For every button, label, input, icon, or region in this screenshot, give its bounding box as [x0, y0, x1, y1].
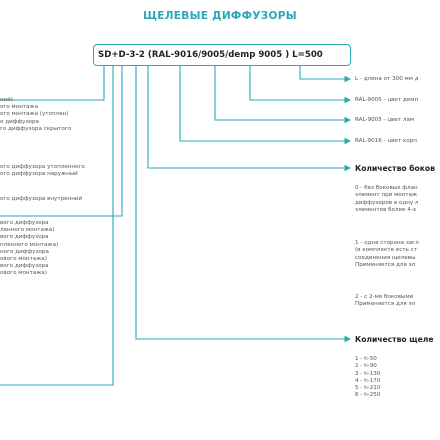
text-line: ого диффузора наружный — [0, 171, 78, 178]
side-flanges-heading: Количество боков — [355, 164, 435, 173]
connector-louver — [214, 66, 352, 124]
list-item: 1 - h-50 — [355, 356, 377, 362]
text-line: вого диффузора — [0, 263, 49, 270]
connector-body — [179, 66, 352, 145]
text-line: 0 - без боковых флан — [355, 185, 418, 191]
list-item: 2 - h-90 — [355, 363, 377, 370]
text-line: элементов более 4-х — [355, 206, 417, 213]
text-line: ового монтажа) — [0, 256, 47, 263]
note-length: L - длина от 300 мм д — [355, 76, 419, 82]
text-line: ого диффузора внутренний — [0, 196, 83, 202]
list-item: 6 - h-250 — [355, 392, 381, 399]
text-line: диффузоров в одну л — [355, 199, 419, 206]
code-frame — [93, 44, 351, 66]
left-notes-group-3: ого диффузора внутренний — [0, 196, 82, 203]
text-line: пленного монтажа) — [0, 241, 59, 248]
text-line: соединения щелевы — [355, 254, 416, 261]
text-line: Применяется для эл — [355, 301, 416, 308]
connector-left-1 — [0, 66, 105, 101]
connector-length — [299, 66, 352, 83]
connector-left-4 — [0, 66, 114, 386]
text-line: ленного монтажа) — [0, 227, 55, 234]
note-damper-color: RAL-9005 - цвет демп — [355, 97, 419, 103]
list-item: 5 - h-210 — [355, 385, 381, 392]
text-line: элемент при монтаж — [355, 192, 418, 199]
text-line: вого диффузора — [0, 220, 49, 226]
product-code: SD+D-3-2 (RAL-9016/9005/demp 9005 ) L=50… — [98, 50, 323, 60]
text-line: ого диффузора утопленного — [0, 164, 85, 170]
list-item: 3 - h-130 — [355, 370, 381, 377]
left-notes-group-2: ого диффузора утопленного ого диффузора … — [0, 164, 85, 178]
text-line: 1 - одна сторона загл — [355, 240, 419, 246]
text-line: ного диффузора — [0, 248, 49, 255]
side-flanges-para-0: 0 - без боковых флан элемент при монтаж … — [355, 185, 419, 214]
note-body-color: RAL-9016 - цвет корп — [355, 138, 417, 144]
text-line: (в комплекте есть ст — [355, 247, 417, 254]
left-notes-group-4: вого диффузора ленного монтажа) вого диф… — [0, 220, 58, 278]
text-line: ового монтажа) — [0, 270, 47, 277]
text-line: ого монтажа — [0, 104, 39, 111]
connector-damper — [249, 66, 352, 104]
slots-list: 1 - h-50 2 - h-90 3 - h-130 4 - h-170 5 … — [355, 356, 380, 400]
connector-slots — [135, 66, 352, 343]
slots-heading: Количество щеле — [355, 335, 434, 344]
page-title: ЩЕЛЕВЫЕ ДИФФУЗОРЫ — [143, 10, 297, 22]
side-flanges-para-1: 1 - одна сторона загл (в комплекте есть … — [355, 240, 419, 269]
note-louver-color: RAL-9005 - цвет лам — [355, 117, 415, 123]
text-line: ной) — [0, 97, 13, 103]
left-notes-group-1: ной) ого монтажа ого монтажа (утоплен) о… — [0, 97, 71, 133]
connector-flanges — [147, 66, 352, 172]
text-line: вого диффузора — [0, 234, 49, 241]
side-flanges-para-2: 2 - с 2-мя боковыми Применяется для эл — [355, 294, 415, 309]
text-line: Применяется для эл — [355, 261, 416, 268]
list-item: 4 - h-170 — [355, 377, 381, 384]
text-line: о диффузора — [0, 118, 39, 125]
connector-left-3 — [0, 66, 123, 217]
text-line: 2 - с 2-мя боковыми — [355, 294, 414, 300]
text-line: ого монтажа (утоплен) — [0, 111, 69, 118]
text-line: го диффузора скрытого — [0, 125, 72, 132]
